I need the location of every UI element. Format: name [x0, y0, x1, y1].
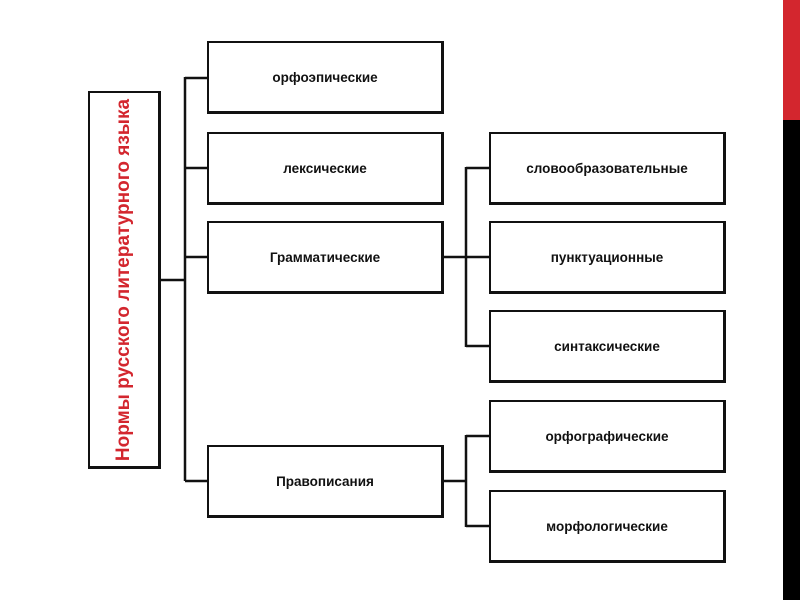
node-lexical: лексические [207, 132, 444, 205]
node-label: синтаксические [554, 338, 660, 354]
accent-bar-black [783, 120, 800, 600]
node-label: Грамматические [269, 249, 381, 265]
node-label: словообразовательные [526, 160, 688, 176]
node-label: орфоэпические [272, 69, 378, 85]
node-label: Правописания [276, 473, 374, 489]
node-label: орфографические [545, 428, 669, 444]
node-label: лексические [283, 160, 367, 176]
root-node: Нормы русского литературного языка [88, 91, 161, 469]
node-label: морфологические [546, 518, 668, 534]
node-punctuation: пунктуационные [489, 221, 726, 294]
node-grammatical: Грамматические [207, 221, 444, 294]
node-label: пунктуационные [550, 249, 664, 265]
node-orthoepic: орфоэпические [207, 41, 444, 114]
node-word-formation: словообразовательные [489, 132, 726, 205]
node-spelling: Правописания [207, 445, 444, 518]
node-orthographic: орфографические [489, 400, 726, 473]
root-label: Нормы русского литературного языка [113, 98, 134, 461]
node-morphological: морфологические [489, 490, 726, 563]
node-syntactic: синтаксические [489, 310, 726, 383]
accent-bar-red [783, 0, 800, 120]
